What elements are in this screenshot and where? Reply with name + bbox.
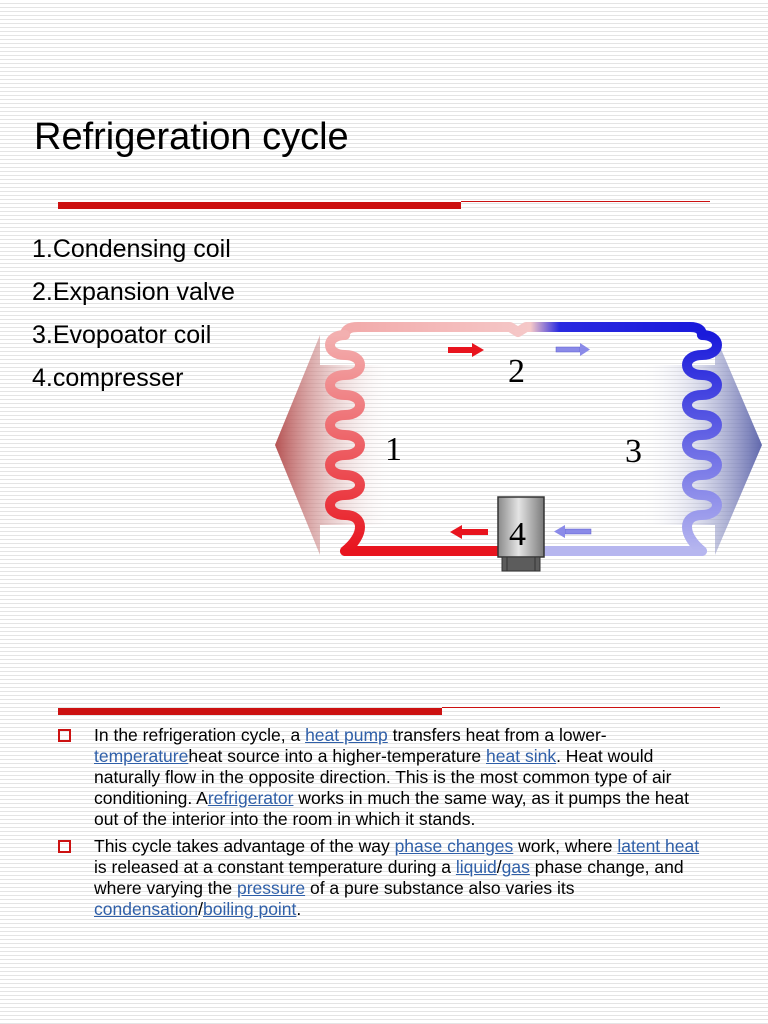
diagram-label-4: 4	[509, 516, 526, 553]
condensing-coil	[325, 330, 365, 556]
link-liquid[interactable]: liquid	[455, 857, 497, 877]
link-heat-pump[interactable]: heat pump	[305, 725, 388, 745]
bullet-square-icon	[58, 840, 71, 853]
bullet-text: work, where	[513, 836, 618, 856]
bullet-item-phase-changes: This cycle takes advantage of the way ph…	[58, 836, 708, 920]
top-pipe	[340, 322, 707, 340]
part-item-expansion-valve: 2.Expansion valve	[32, 278, 235, 306]
link-pressure[interactable]: pressure	[237, 878, 306, 898]
title-divider-thin	[461, 201, 710, 202]
link-refrigerator[interactable]: refrigerator	[207, 788, 294, 808]
bullet-text: . Heat would naturally flow in the oppos…	[94, 746, 672, 808]
description-list: In the refrigeration cycle, a heat pump …	[58, 725, 708, 926]
flow-arrow-top-right-icon	[555, 343, 590, 356]
bullet-text: of a pure substance also varies its	[305, 878, 575, 898]
title-divider-thick	[58, 202, 461, 209]
link-temperature[interactable]: temperature	[94, 746, 189, 766]
bullet-square-icon	[58, 729, 71, 742]
bullet-text: In the refrigeration cycle, a	[94, 725, 306, 745]
diagram-label-1: 1	[385, 431, 402, 468]
page-title: Refrigeration cycle	[34, 116, 349, 158]
link-condensation[interactable]: condensation	[94, 899, 199, 919]
link-boiling-point[interactable]: boiling point	[203, 899, 297, 919]
bullet-text: /	[496, 857, 502, 877]
body-divider-thick	[58, 708, 442, 715]
part-item-evaporator-coil: 3.Evopoator coil	[32, 321, 212, 349]
flow-arrow-bottom-right-icon	[554, 525, 592, 538]
parts-list: 1.Condensing coil 2.Expansion valve 3.Ev…	[32, 228, 235, 400]
bullet-text: phase change, and where varying the	[94, 857, 684, 898]
link-latent-heat[interactable]: latent heat	[617, 836, 700, 856]
flow-arrow-top-left-icon	[448, 343, 484, 357]
heat-out-arrow	[275, 335, 395, 555]
diagram-label-3: 3	[625, 433, 642, 470]
link-phase-changes[interactable]: phase changes	[394, 836, 514, 856]
flow-arrow-bottom-left-icon	[450, 525, 488, 539]
link-gas[interactable]: gas	[501, 857, 530, 877]
bullet-text: .	[296, 899, 302, 919]
refrigeration-cycle-diagram: 1 2 3 4	[275, 322, 762, 572]
bullet-text: works in much the same way, as it pumps …	[94, 788, 689, 829]
bullet-item-heat-pump: In the refrigeration cycle, a heat pump …	[58, 725, 708, 830]
diagram-label-2: 2	[508, 353, 525, 390]
part-item-compressor: 4.compresser	[32, 364, 184, 392]
bullet-text: is released at a constant temperature du…	[94, 857, 456, 877]
heat-in-arrow	[640, 335, 762, 555]
evaporator-coil	[682, 330, 722, 556]
bullet-text: This cycle takes advantage of the way	[94, 836, 395, 856]
body-divider-thin	[442, 707, 720, 708]
part-item-condensing-coil: 1.Condensing coil	[32, 235, 231, 263]
link-heat-sink[interactable]: heat sink	[486, 746, 557, 766]
bullet-text: /	[198, 899, 203, 919]
bullet-text: heat source into a higher-temperature	[188, 746, 487, 766]
compressor-icon	[497, 496, 545, 572]
bullet-text: transfers heat from a lower-	[387, 725, 607, 745]
